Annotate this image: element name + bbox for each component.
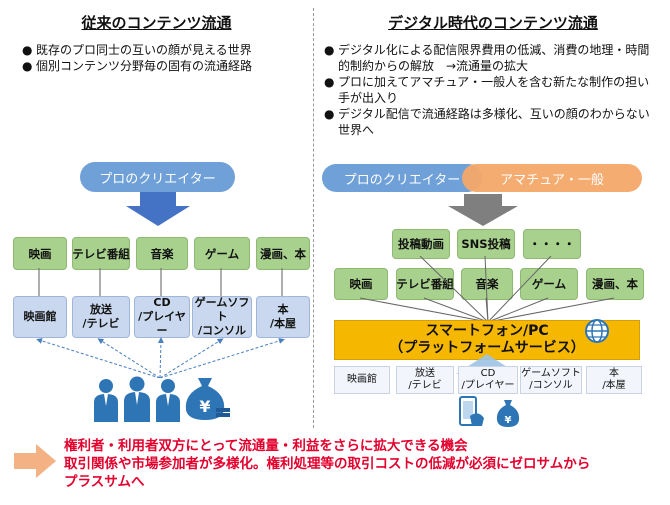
business-people-icon	[94, 376, 180, 422]
right-content-box: ゲーム	[520, 268, 578, 300]
left-down-arrow-icon	[126, 192, 190, 226]
globe-icon	[585, 319, 609, 343]
conclusion-line-2: 取引関係や市場参加者が多様化。権利処理等の取引コストの低減が必須にゼロサムから	[64, 456, 591, 472]
right-bullet-2: ●プロに加えてアマチュア・一般人を含む新たな制作の担い手が出入り	[324, 75, 650, 105]
left-content-box: テレビ番組	[72, 237, 130, 270]
right-arrow-icon	[14, 444, 56, 478]
right-title: デジタル時代のコンテンツ流通	[388, 14, 598, 32]
left-channel-box: 本 /本屋	[256, 296, 310, 338]
right-bullet-1: ●デジタル化による配信限界費用の低減、消費の地理・時間的制約からの解放 →流通量…	[324, 43, 650, 73]
left-bullets: ●既存のプロ同士の互いの顔が見える世界 ●個別コンテンツ分野毎の固有の流通経路	[22, 42, 307, 74]
right-content-box: テレビ番組	[396, 268, 454, 300]
left-channel-box: 放送 /テレビ	[72, 296, 130, 338]
left-content-box: 音楽	[136, 237, 188, 270]
left-channel-box: ゲームソフト /コンソル	[192, 296, 252, 338]
bullet-dot-icon: ●	[22, 59, 33, 73]
right-new-type-box: 投稿動画	[392, 229, 450, 259]
left-creator-pill: プロのクリエイター	[80, 162, 235, 192]
left-title: 従来のコンテンツ流通	[81, 14, 232, 32]
right-legacy-channel: ゲームソフト /コンソル	[520, 366, 582, 394]
left-content-box: ゲーム	[194, 237, 250, 270]
right-legacy-channel: 映画館	[334, 366, 390, 394]
right-legacy-channel: 本 /本屋	[586, 366, 642, 394]
right-fan-connectors	[359, 256, 615, 322]
yen-money-bag-icon: ¥	[496, 400, 520, 427]
left-channel-box: 映画館	[13, 296, 67, 338]
left-bullet-2: ●個別コンテンツ分野毎の固有の流通経路	[22, 59, 253, 73]
left-content-box: 漫画、本	[256, 237, 310, 270]
right-legacy-channel: CD /プレイヤー	[458, 366, 518, 394]
smartphone-icon	[459, 396, 484, 426]
right-bullet-3: ●デジタル配信で流通経路は多様化、互いの顔のわからない世界へ	[324, 107, 650, 137]
bullet-dot-icon: ●	[324, 107, 335, 121]
left-bullet-1: ●既存のプロ同士の互いの顔が見える世界	[22, 43, 252, 57]
svg-text:¥: ¥	[199, 397, 210, 416]
column-divider	[313, 8, 314, 428]
right-down-arrow-icon	[448, 194, 518, 226]
conclusion-text: 権利者・利用者双方にとって流通量・利益をさらに拡大できる機会 取引関係や市場参加…	[64, 437, 664, 491]
left-consumer-connectors	[36, 337, 285, 378]
right-new-type-box: ・・・・	[523, 229, 581, 259]
right-bullets: ●デジタル化による配信限界費用の低減、消費の地理・時間的制約からの解放 →流通量…	[324, 42, 660, 138]
right-new-type-box: SNS投稿	[457, 229, 515, 259]
bullet-dot-icon: ●	[22, 43, 33, 57]
left-vertical-connectors	[38, 268, 283, 296]
right-content-box: 漫画、本	[586, 268, 644, 300]
bullet-dot-icon: ●	[324, 43, 335, 57]
conclusion-line-1: 権利者・利用者双方にとって流通量・利益をさらに拡大できる機会	[64, 438, 468, 454]
right-amateur-pill: アマチュア・一般	[462, 164, 642, 192]
left-content-box: 映画	[13, 237, 67, 270]
bullet-dot-icon: ●	[324, 75, 335, 89]
right-creator-pill: プロのクリエイター	[322, 164, 482, 192]
svg-text:¥: ¥	[505, 415, 512, 426]
left-channel-box: CD /プレイヤー	[134, 296, 190, 338]
yen-money-bag-icon: ¥	[185, 378, 230, 420]
right-legacy-channel: 放送 /テレビ	[396, 366, 454, 394]
right-content-box: 映画	[334, 268, 388, 300]
conclusion-line-3: プラスサムへ	[64, 474, 145, 490]
